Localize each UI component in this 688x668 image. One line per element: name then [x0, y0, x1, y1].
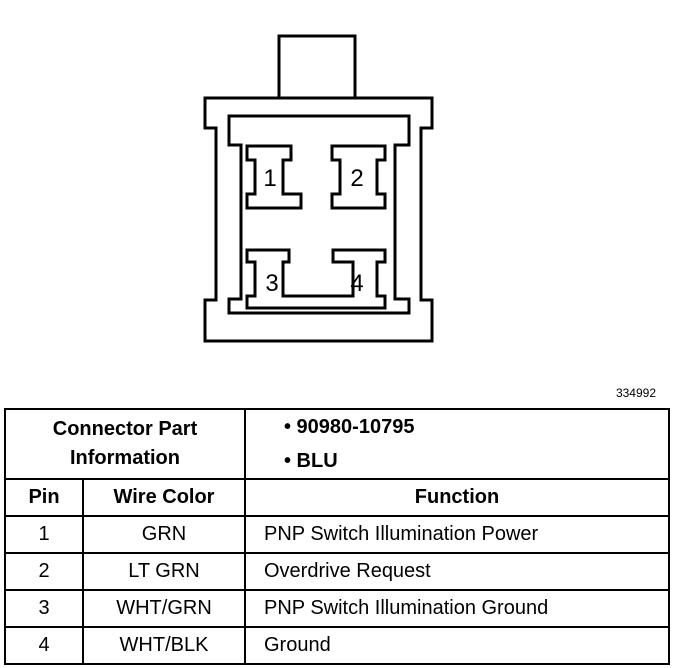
pin-label-3: 3 [265, 270, 278, 297]
pin-label-4: 4 [350, 270, 363, 297]
table-header-row: Pin Wire Color Function [4, 478, 670, 517]
pin-label-2: 2 [350, 165, 363, 192]
col-header-wire-color: Wire Color [82, 478, 246, 517]
function-cell: PNP Switch Illumination Ground [244, 589, 670, 628]
connector-latch [277, 34, 357, 98]
function-cell: Ground [244, 626, 670, 665]
part-info-values: • 90980-10795 • BLU [244, 408, 670, 480]
table-row: 4 WHT/BLK Ground [4, 626, 670, 665]
connector-housing-outer [203, 96, 434, 343]
pin-label-1: 1 [263, 165, 276, 192]
pin-cell: 4 [4, 626, 84, 665]
col-header-pin: Pin [4, 478, 84, 517]
cavity-3-4 [245, 248, 387, 310]
part-number: • 90980-10795 [284, 416, 415, 438]
part-info-label-line2: Information [70, 447, 180, 469]
pin-cell: 3 [4, 589, 84, 628]
figure-id: 334992 [615, 386, 656, 400]
part-info-label-line1: Connector Part [52, 418, 198, 440]
wire-color-cell: GRN [82, 515, 246, 554]
pinout-table: Connector Part Information • 90980-10795… [4, 408, 670, 665]
cavity-1 [245, 144, 303, 210]
table-row: 3 WHT/GRN PNP Switch Illumination Ground [4, 589, 670, 628]
table-row: 2 LT GRN Overdrive Request [4, 552, 670, 591]
function-cell: PNP Switch Illumination Power [244, 515, 670, 554]
function-cell: Overdrive Request [244, 552, 670, 591]
part-color: • BLU [284, 450, 338, 472]
table-row: 1 GRN PNP Switch Illumination Power [4, 515, 670, 554]
pin-cell: 1 [4, 515, 84, 554]
cavity-2 [330, 144, 387, 210]
connector-diagram: 1 2 3 4 [203, 34, 434, 343]
pin-cell: 2 [4, 552, 84, 591]
col-header-function: Function [244, 478, 670, 517]
connector-housing-inner [227, 114, 411, 315]
wire-color-cell: LT GRN [82, 552, 246, 591]
part-info-label: Connector Part Information [4, 408, 246, 480]
part-info-row: Connector Part Information • 90980-10795… [4, 408, 670, 480]
wire-color-cell: WHT/GRN [82, 589, 246, 628]
wire-color-cell: WHT/BLK [82, 626, 246, 665]
